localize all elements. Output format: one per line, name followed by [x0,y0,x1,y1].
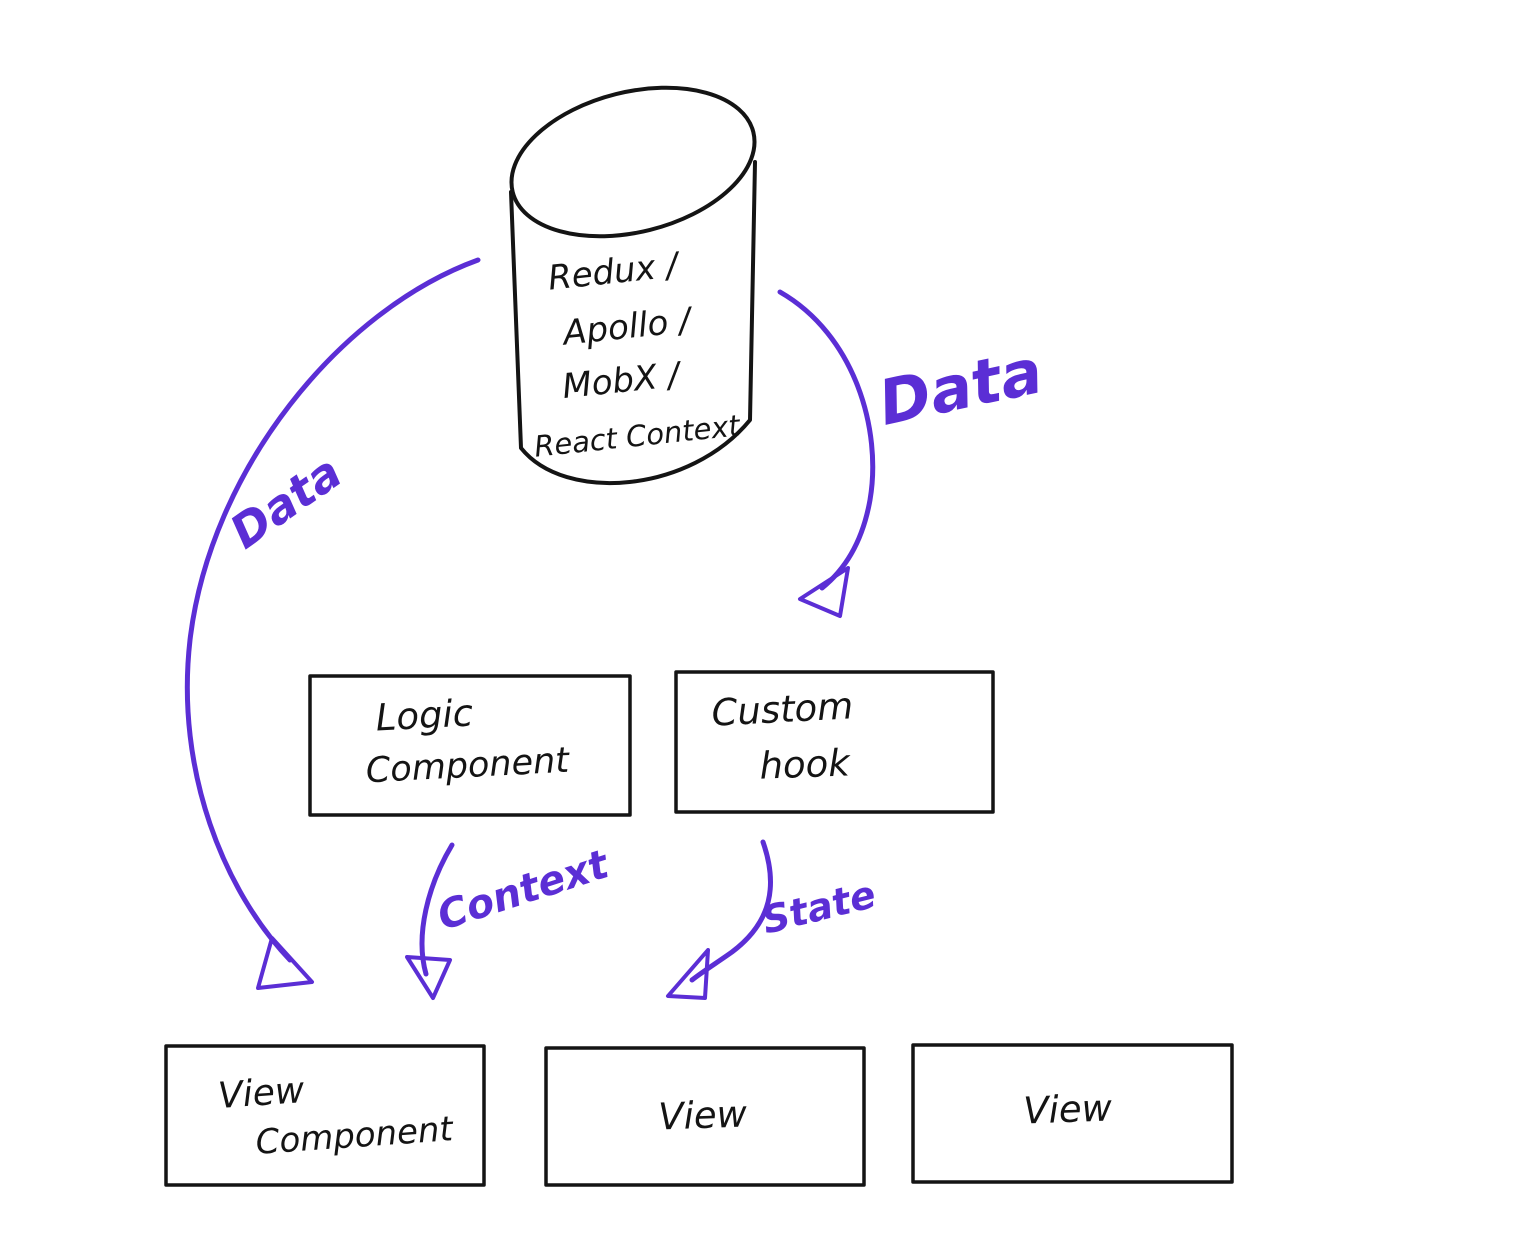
view-right-rect [911,1043,1234,1184]
store-line-redux: Redux / [546,245,683,299]
data-arrow-right-line [777,289,876,591]
custom-hook-rect [674,670,995,814]
data-arrow-right-label: Data [872,334,1048,440]
view-component-rect [164,1044,486,1187]
view-center-rect [544,1046,866,1187]
view-center-label: View [658,1092,749,1138]
custom-hook-label-line2: hook [759,741,852,787]
data-arrow-left-label: Data [220,445,351,559]
custom-hook-box: Custom hook [674,670,995,814]
logic-component-label-line1: Logic [375,691,474,739]
state-arrow-line [689,839,774,983]
store-line-apollo: Apollo / [559,300,696,354]
logic-component-box: Logic Component [308,674,632,817]
state-arrow-label: State [758,872,880,943]
logic-component-rect [308,674,632,817]
cylinder-top-ellipse [509,85,757,239]
store-labels: Redux / Apollo / MobX / React Context [533,245,743,464]
context-arrow-line [419,842,455,977]
state-arrow-arrowhead-icon [666,948,710,1000]
view-component-label-line2: Component [254,1109,455,1163]
logic-component-label-line2: Component [365,741,571,792]
custom-hook-label-line1: Custom [710,684,854,734]
data-arrow-left-arrowhead-icon [256,936,314,990]
view-right-box: View [911,1043,1234,1184]
context-arrow-arrowhead-icon [405,955,452,1000]
context-arrow-label: Context [432,841,616,940]
view-component-box: View Component [164,1044,486,1187]
view-component-label-line1: View [217,1070,306,1117]
store-cylinder [509,85,757,485]
view-center-box: View [544,1046,866,1187]
state-arrow: State [666,839,880,1000]
data-arrow-left-line [184,257,481,963]
store-line-mobx: MobX / [560,355,684,407]
data-arrow-right: Data [777,289,1049,618]
data-arrow-right-arrowhead-icon [798,566,850,618]
cylinder-body [509,160,757,485]
view-right-label: View [1023,1086,1114,1132]
context-arrow: Context [405,841,616,1000]
